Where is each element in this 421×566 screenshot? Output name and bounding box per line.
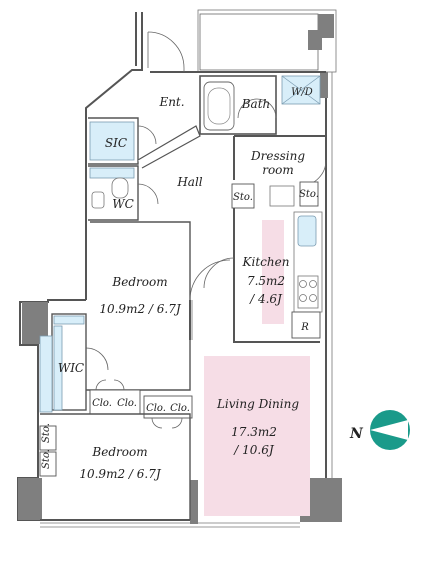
label-living-area-j: / 10.6J — [233, 443, 275, 457]
entrance-door — [147, 31, 185, 72]
label-wic: WIC — [58, 361, 84, 375]
labels: Ent. Bath W/D SIC Dressing room Hall WC … — [41, 87, 319, 481]
label-living-area-m2: 17.3m2 — [231, 425, 277, 439]
label-fridge: R — [300, 322, 309, 333]
walk-in-closet — [39, 313, 87, 413]
label-closet-3: Clo. — [146, 403, 166, 414]
dressing-room — [233, 135, 327, 207]
bedroom-2 — [39, 413, 191, 520]
hall-storage — [231, 183, 255, 209]
bath-room — [199, 75, 277, 135]
label-storage-bed2b: Sto. — [41, 449, 52, 469]
label-kitchen: Kitchen — [242, 255, 290, 269]
label-sic: SIC — [105, 136, 127, 150]
label-kitchen-area-m2: 7.5m2 — [247, 274, 285, 288]
living-dining — [204, 356, 310, 516]
label-dressing-line2: room — [262, 163, 294, 177]
wc-room — [88, 165, 159, 221]
bedroom1-closets — [89, 379, 141, 415]
north-compass: N — [349, 410, 410, 450]
bedroom2-closets — [143, 395, 193, 429]
label-closet-1: Clo. — [92, 398, 112, 409]
label-bedroom2-area: 10.9m2 / 6.7J — [79, 467, 161, 481]
label-storage-bed2a: Sto. — [41, 423, 52, 443]
label-dressing-line1: Dressing — [250, 149, 305, 163]
label-washer: W/D — [291, 87, 313, 98]
label-closet-2: Clo. — [117, 398, 137, 409]
label-entrance: Ent. — [158, 95, 184, 109]
kitchen-area — [203, 181, 323, 343]
label-bath: Bath — [241, 97, 271, 111]
label-wc: WC — [112, 197, 134, 211]
label-closet-4: Clo. — [170, 403, 190, 414]
label-kitchen-area-j: / 4.6J — [249, 292, 283, 306]
washer-dryer — [281, 75, 321, 105]
top-balcony — [150, 9, 337, 73]
label-storage-hall: Sto. — [233, 192, 253, 203]
label-hall: Hall — [176, 175, 202, 189]
label-bedroom2: Bedroom — [91, 445, 147, 459]
compass-north-label: N — [349, 426, 364, 442]
label-bedroom1-area: 10.9m2 / 6.7J — [99, 302, 181, 316]
label-bedroom1: Bedroom — [111, 275, 167, 289]
sic-closet — [88, 117, 201, 169]
label-storage-kitchen: Sto. — [299, 189, 319, 200]
label-living: Living Dining — [216, 397, 299, 411]
